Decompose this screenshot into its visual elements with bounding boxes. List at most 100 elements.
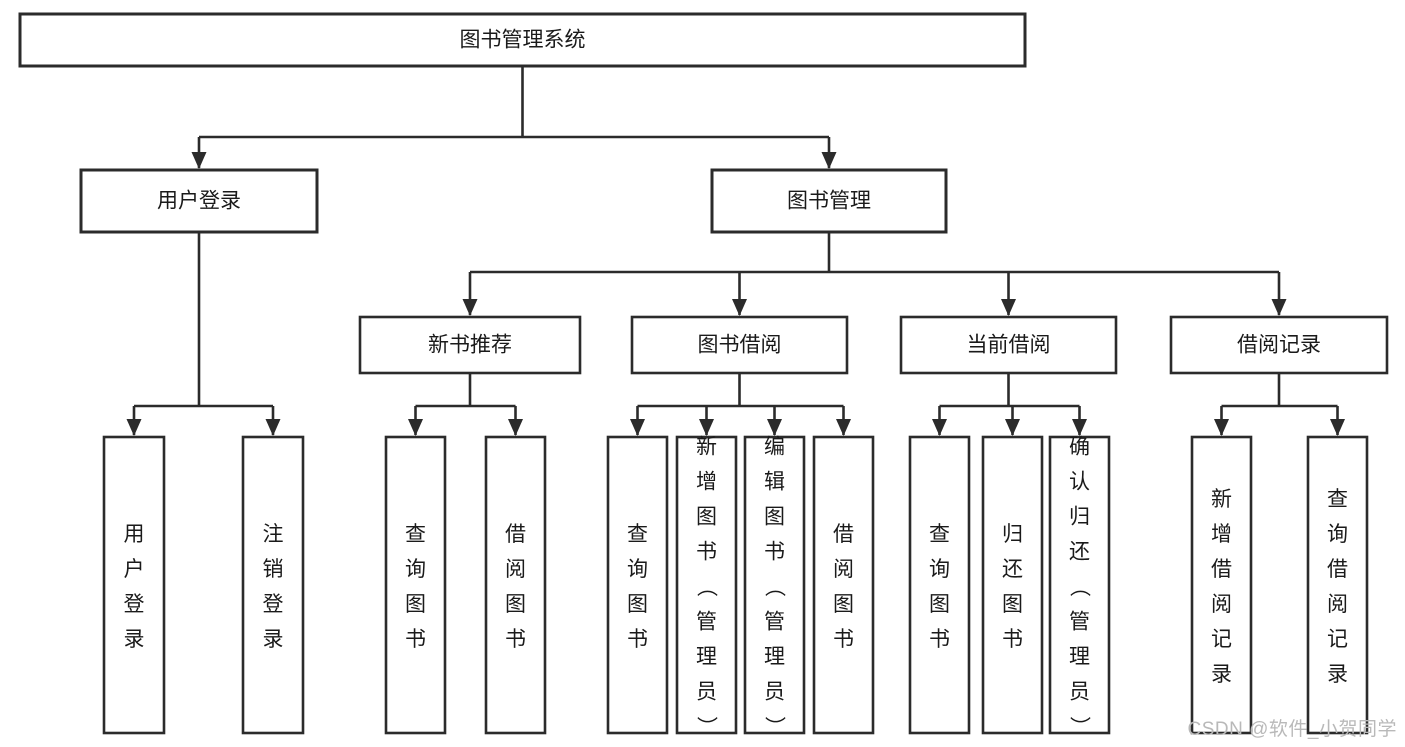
svg-text:）: ） [1068,716,1091,737]
svg-text:记: 记 [1211,628,1232,651]
svg-text:理: 理 [764,646,785,669]
svg-text:书: 书 [696,541,717,564]
level2-node-label-0: 新书推荐 [428,334,512,357]
arrow-head-icon [821,152,837,169]
svg-text:阅: 阅 [1211,593,1232,616]
node-level2-2[interactable] [899,315,1118,375]
node-level1-1[interactable] [710,168,948,234]
svg-text:编: 编 [764,436,785,459]
node-leaf-3[interactable] [484,435,547,735]
node-leaf-2[interactable] [384,435,447,735]
arrow-head-icon [732,299,747,316]
svg-text:图: 图 [764,506,785,529]
node-leaf-4[interactable] [606,435,669,735]
svg-text:）: ） [695,716,718,737]
svg-text:图: 图 [696,506,717,529]
arrow-head-icon [462,299,478,316]
svg-text:阅: 阅 [1327,593,1348,616]
level2-node-label-3: 借阅记录 [1237,334,1321,357]
node-leaf-6[interactable] [743,435,806,735]
svg-text:阅: 阅 [505,558,526,581]
arrow-head-icon [1330,419,1345,436]
svg-text:注: 注 [263,523,284,546]
svg-text:借: 借 [1211,558,1232,581]
level2-node-label-2: 当前借阅 [967,334,1051,357]
arrow-head-icon [1271,299,1287,316]
node-label-layer: 图书管理系统用户登录图书管理新书推荐图书借阅当前借阅借阅记录用户登录注销登录查询… [124,29,1349,737]
node-leaf-11[interactable] [1190,435,1253,735]
svg-text:归: 归 [1002,523,1023,546]
arrow-head-icon [1072,419,1087,436]
arrow-head-icon [1214,419,1229,436]
level2-node-label-1: 图书借阅 [698,334,782,357]
svg-text:录: 录 [263,628,284,651]
level1-node-label-1: 图书管理 [787,190,871,213]
svg-text:用: 用 [124,523,145,546]
svg-text:查: 查 [929,523,950,546]
svg-text:书: 书 [627,628,648,651]
node-leaf-1[interactable] [241,435,305,735]
node-level2-0[interactable] [358,315,582,375]
arrow-head-icon [932,419,947,436]
svg-text:书: 书 [833,628,854,651]
node-level2-3[interactable] [1169,315,1389,375]
svg-text:新: 新 [1211,488,1232,511]
svg-text:图: 图 [405,593,426,616]
node-leaf-7[interactable] [812,435,875,735]
svg-text:（: （ [1068,576,1091,597]
svg-text:询: 询 [1327,523,1348,546]
node-leaf-8[interactable] [908,435,971,735]
svg-text:登: 登 [263,593,284,616]
watermark-text: CSDN @软件_小贺同学 [1187,719,1397,740]
svg-text:理: 理 [696,646,717,669]
svg-text:借: 借 [1327,558,1348,581]
svg-text:登: 登 [124,593,145,616]
svg-text:查: 查 [405,523,426,546]
node-leaf-10[interactable] [1048,435,1111,735]
svg-text:图: 图 [505,593,526,616]
svg-text:书: 书 [1002,628,1023,651]
arrow-head-icon [767,419,782,436]
svg-text:还: 还 [1069,541,1090,564]
node-level2-1[interactable] [630,315,849,375]
svg-text:增: 增 [696,471,717,494]
svg-text:书: 书 [929,628,950,651]
svg-text:录: 录 [1327,663,1348,686]
svg-text:管: 管 [696,611,717,634]
node-leaf-9[interactable] [981,435,1044,735]
node-root-root[interactable] [18,12,1027,68]
node-box-layer [18,12,1389,735]
svg-text:查: 查 [1327,488,1348,511]
svg-text:户: 户 [124,558,145,581]
svg-text:图: 图 [929,593,950,616]
svg-text:销: 销 [263,558,284,581]
svg-text:录: 录 [1211,663,1232,686]
svg-text:记: 记 [1327,628,1348,651]
node-leaf-5[interactable] [675,435,738,735]
svg-text:归: 归 [1069,506,1090,529]
node-leaf-12[interactable] [1306,435,1369,735]
svg-text:（: （ [763,576,786,597]
svg-text:借: 借 [505,523,526,546]
arrow-head-icon [408,419,423,436]
node-leaf-0[interactable] [102,435,166,735]
svg-text:询: 询 [405,558,426,581]
svg-text:理: 理 [1069,646,1090,669]
svg-text:书: 书 [764,541,785,564]
root-node-label: 图书管理系统 [460,29,586,52]
connector-layer [126,66,1345,436]
svg-text:书: 书 [505,628,526,651]
node-level1-0[interactable] [79,168,319,234]
svg-text:录: 录 [124,628,145,651]
